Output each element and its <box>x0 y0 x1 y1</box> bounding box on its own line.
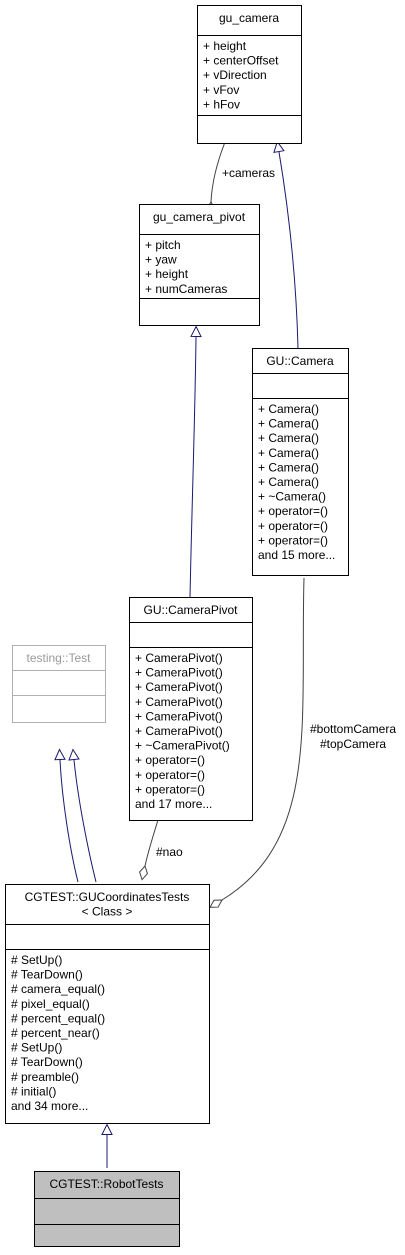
class-method: + Camera() <box>258 402 319 416</box>
class-method: + Camera() <box>258 460 319 474</box>
class-boxes: gu_camera+ height+ centerOffset+ vDirect… <box>5 5 349 1247</box>
class-title-compartment <box>129 597 253 623</box>
class-name: GU::Camera <box>266 354 334 368</box>
class-method: + operator=() <box>135 753 205 767</box>
class-method: + ~Camera() <box>258 490 326 504</box>
class-method: # percent_equal() <box>11 1011 105 1025</box>
class-methods-compartment <box>252 398 349 576</box>
class-gu-camera-cls[interactable]: GU::Camera+ Camera()+ Camera()+ Camera()… <box>252 348 349 576</box>
class-method: # SetUp() <box>11 1041 62 1055</box>
class-method: + ~CameraPivot() <box>135 739 230 753</box>
class-method: + Camera() <box>258 475 319 489</box>
class-method: + CameraPivot() <box>135 651 223 665</box>
class-title-compartment <box>139 204 260 235</box>
edge-camera-inherits-gu-camera <box>279 152 299 349</box>
class-methods-compartment <box>139 298 260 326</box>
class-method: # percent_near() <box>11 1026 100 1040</box>
class-methods-compartment <box>12 695 106 723</box>
class-robot-tests[interactable]: CGTEST::RobotTests <box>34 1171 180 1247</box>
class-method: + operator=() <box>135 768 205 782</box>
class-attributes-compartment <box>252 373 349 399</box>
class-attributes-compartment <box>5 924 210 950</box>
edge-label-nao: #nao <box>156 845 183 859</box>
class-gu-camera[interactable]: gu_camera + height+ centerOffset+ vDirect… <box>197 5 302 144</box>
class-method: + CameraPivot() <box>135 666 223 680</box>
class-method: + operator=() <box>258 519 328 533</box>
class-method: # SetUp() <box>11 953 62 967</box>
class-attribute: + numCameras <box>145 282 227 296</box>
class-method: # pixel_equal() <box>11 997 90 1011</box>
class-attributes-compartment <box>139 234 260 299</box>
edge-label-cameras: +cameras <box>222 166 275 180</box>
class-method: + operator=() <box>258 504 328 518</box>
class-method: + CameraPivot() <box>135 695 223 709</box>
class-methods-compartment <box>5 949 210 1124</box>
class-name: testing::Test <box>26 651 91 665</box>
class-attribute: + height <box>145 267 189 281</box>
edge-gucoord-inherits-test-1 <box>60 760 79 883</box>
class-title-compartment <box>252 348 349 374</box>
class-attribute: + centerOffset <box>203 54 279 68</box>
class-title-compartment <box>5 884 210 925</box>
class-method: + CameraPivot() <box>135 724 223 738</box>
class-method: and 17 more... <box>135 797 212 811</box>
class-method: + CameraPivot() <box>135 680 223 694</box>
class-attribute: + hFov <box>203 97 240 111</box>
class-attributes-compartment <box>129 622 253 648</box>
edge-label-bottom-camera: #bottomCamera <box>310 722 396 736</box>
class-method: and 34 more... <box>11 1099 88 1113</box>
edge-cameras-aggregation <box>206 141 226 217</box>
class-method: + CameraPivot() <box>135 709 223 723</box>
class-name: CGTEST::RobotTests <box>49 1177 163 1191</box>
class-name: gu_camera <box>219 11 279 25</box>
class-method: + operator=() <box>258 533 328 547</box>
class-method: # TearDown() <box>11 1055 83 1069</box>
class-method: # preamble() <box>11 1070 79 1084</box>
class-testing-test[interactable]: testing::Test <box>12 645 106 723</box>
class-attribute: + pitch <box>145 238 181 252</box>
class-gucoordinates-tests[interactable]: CGTEST::GUCoordinatesTests< Class ># Set… <box>5 884 210 1124</box>
class-name: CGTEST::GUCoordinatesTests <box>25 890 190 904</box>
edge-label-top-camera: #topCamera <box>320 737 386 751</box>
edge-gucoord-inherits-test-2 <box>74 760 97 883</box>
edge-camerapivot-inherits-pivot <box>189 337 196 598</box>
class-attributes-compartment <box>12 670 106 696</box>
class-attribute: + vDirection <box>203 68 267 82</box>
class-methods-compartment <box>197 115 302 144</box>
class-attributes-compartment <box>34 1198 180 1225</box>
class-method: + Camera() <box>258 417 319 431</box>
class-methods-compartment <box>129 647 253 821</box>
class-methods-compartment <box>34 1224 180 1247</box>
class-title-compartment <box>197 5 302 36</box>
class-name: < Class > <box>82 905 133 919</box>
class-method: # TearDown() <box>11 968 83 982</box>
class-attribute: + yaw <box>145 253 177 267</box>
class-gu-camerapivot-cls[interactable]: GU::CameraPivot+ CameraPivot()+ CameraPi… <box>129 597 253 821</box>
class-method: + Camera() <box>258 446 319 460</box>
class-gu-camera-pivot[interactable]: gu_camera_pivot + pitch+ yaw+ height+ num… <box>139 204 260 326</box>
class-method: # camera_equal() <box>11 982 105 996</box>
class-attribute: + height <box>203 39 247 53</box>
class-method: # initial() <box>11 1084 56 1098</box>
class-attributes-compartment <box>197 35 302 116</box>
class-name: GU::CameraPivot <box>143 603 238 617</box>
class-attribute: + vFov <box>203 83 239 97</box>
class-method: + Camera() <box>258 431 319 445</box>
class-method: and 15 more... <box>258 548 335 562</box>
edges <box>60 141 305 1168</box>
edge-camera-members-aggregation <box>209 577 305 908</box>
class-method: + operator=() <box>135 782 205 796</box>
class-name: gu_camera_pivot <box>153 210 246 224</box>
edge-nao-aggregation <box>139 819 159 881</box>
